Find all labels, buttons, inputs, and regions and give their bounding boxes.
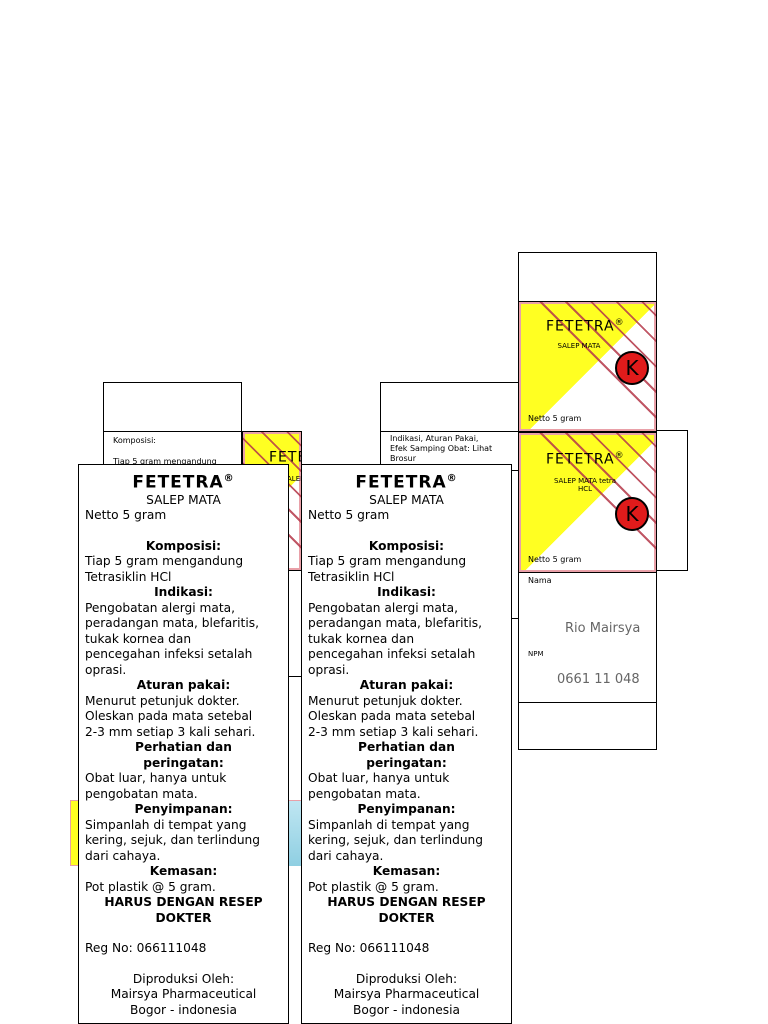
resep-warning: DOKTER: [155, 910, 212, 925]
kemasan-text: Pot plastik @ 5 gram.: [85, 879, 216, 894]
indikasi-text: tukak kornea dan: [85, 631, 192, 646]
perhatian-heading: Perhatian dan: [135, 740, 232, 755]
aturan-text: Oleskan pada mata setebal: [85, 709, 253, 724]
produksi-text: Mairsya Pharmaceutical: [333, 987, 480, 1002]
produksi-text: Bogor - indonesia: [130, 1002, 237, 1017]
resep-warning: HARUS DENGAN RESEP: [327, 895, 486, 910]
panel-brand: FETETRA®: [269, 449, 301, 466]
indikasi-heading: Indikasi:: [154, 585, 213, 600]
panel-subtitle-peek: ALEP: [287, 475, 301, 483]
penyimpanan-text: kering, sejuk, dan terlindung: [85, 833, 260, 848]
penyimpanan-text: dari cahaya.: [85, 848, 161, 863]
produksi-text: Bogor - indonesia: [353, 1002, 460, 1017]
komposisi-text: Tetrasiklin HCl: [85, 569, 172, 584]
perhatian-text: Obat luar, hanya untuk: [308, 771, 450, 786]
perhatian-text: pengobatan mata.: [85, 786, 198, 801]
panel-netto: Netto 5 gram: [528, 555, 582, 564]
identity-panel: Nama Rio Mairsya NPM 0661 11 048: [518, 572, 657, 703]
kemasan-text: Pot plastik @ 5 gram.: [308, 879, 439, 894]
aturan-text: 2-3 mm setiap 3 kali sehari.: [85, 724, 256, 739]
perhatian-text: pengobatan mata.: [308, 786, 421, 801]
flap-top-right: [518, 252, 657, 302]
back-brosur-note: Indikasi, Aturan Pakai, Efek Samping Oba…: [390, 434, 493, 463]
reg-number: Reg No: 066111048: [85, 941, 207, 956]
resep-warning: HARUS DENGAN RESEP: [104, 895, 263, 910]
aturan-text: Menurut petunjuk dokter.: [85, 693, 240, 708]
komposisi-text: Tetrasiklin HCl: [308, 569, 395, 584]
back-komposisi: Komposisi:: [113, 436, 156, 445]
komposisi-heading: Komposisi:: [368, 538, 445, 553]
kemasan-heading: Kemasan:: [372, 864, 441, 879]
panel-brand: FETETRA®: [546, 318, 625, 335]
front-panel-top: FETETRA® SALEP MATA K Netto 5 gram: [518, 301, 657, 432]
kemasan-heading: Kemasan:: [149, 864, 218, 879]
aturan-text: Menurut petunjuk dokter.: [308, 693, 463, 708]
flap-top-middle: [380, 382, 519, 432]
k-prescription-icon: K: [615, 351, 649, 385]
panel-brand: FETETRA®: [546, 451, 625, 468]
nama-value: Rio Mairsya: [565, 621, 641, 636]
panel-subtitle: SALEP MATA tetra HCL: [553, 477, 617, 493]
flap-top-left: [103, 382, 242, 432]
perhatian-heading: peringatan:: [366, 755, 447, 770]
indikasi-text: tukak kornea dan: [308, 631, 415, 646]
front-panel-middle: FETETRA® SALEP MATA tetra HCL K Netto 5 …: [518, 432, 657, 573]
card-netto: Netto 5 gram: [308, 508, 390, 523]
card-subtitle: SALEP MATA: [146, 492, 221, 507]
komposisi-text: Tiap 5 gram mengandung: [85, 554, 244, 569]
produksi-text: Diproduksi Oleh:: [132, 971, 235, 986]
perhatian-heading: peringatan:: [143, 755, 224, 770]
aturan-heading: Aturan pakai:: [136, 678, 231, 693]
indikasi-text: pencegahan infeksi setalah: [308, 647, 476, 662]
perhatian-heading: Perhatian dan: [358, 740, 455, 755]
aturan-text: Oleskan pada mata setebal: [308, 709, 476, 724]
card-title: FETETRA®: [355, 472, 458, 493]
penyimpanan-text: Simpanlah di tempat yang: [85, 817, 247, 832]
indikasi-text: Pengobatan alergi mata,: [308, 600, 458, 615]
penyimpanan-text: Simpanlah di tempat yang: [308, 817, 470, 832]
komposisi-text: Tiap 5 gram mengandung: [308, 554, 467, 569]
aturan-text: 2-3 mm setiap 3 kali sehari.: [308, 724, 479, 739]
produksi-text: Mairsya Pharmaceutical: [110, 987, 257, 1002]
side-flap-right: [656, 430, 688, 571]
produksi-text: Diproduksi Oleh:: [355, 971, 458, 986]
indikasi-text: oprasi.: [85, 662, 127, 677]
indikasi-text: pencegahan infeksi setalah: [85, 647, 253, 662]
flap-bottom-right: [518, 702, 657, 750]
panel-netto: Netto 5 gram: [528, 414, 582, 423]
komposisi-heading: Komposisi:: [145, 538, 222, 553]
penyimpanan-text: dari cahaya.: [308, 848, 384, 863]
blue-strip: [286, 800, 302, 866]
line-stub: [512, 618, 519, 619]
k-prescription-icon: K: [615, 497, 649, 531]
card-subtitle: SALEP MATA: [369, 492, 444, 507]
indikasi-text: Pengobatan alergi mata,: [85, 600, 235, 615]
indikasi-text: oprasi.: [308, 662, 350, 677]
nama-label: Nama: [528, 576, 552, 585]
penyimpanan-heading: Penyimpanan:: [134, 802, 233, 817]
npm-value: 0661 11 048: [557, 672, 640, 687]
reg-number: Reg No: 066111048: [308, 941, 430, 956]
penyimpanan-heading: Penyimpanan:: [357, 802, 456, 817]
indikasi-heading: Indikasi:: [377, 585, 436, 600]
npm-label: NPM: [528, 650, 544, 658]
line-stub: [288, 676, 302, 677]
indikasi-text: peradangan mata, blefaritis,: [308, 616, 482, 631]
panel-subtitle: SALEP MATA: [557, 342, 601, 350]
card-title: FETETRA®: [132, 472, 235, 493]
aturan-heading: Aturan pakai:: [359, 678, 454, 693]
resep-warning: DOKTER: [378, 910, 435, 925]
card-netto: Netto 5 gram: [85, 508, 167, 523]
indikasi-text: peradangan mata, blefaritis,: [85, 616, 259, 631]
perhatian-text: Obat luar, hanya untuk: [85, 771, 227, 786]
label-card-right: FETETRA® SALEP MATA Netto 5 gram Komposi…: [301, 464, 512, 1024]
back-tiap: Tiap 5 gram mengandung: [113, 457, 217, 466]
label-card-left: FETETRA® SALEP MATA Netto 5 gram Komposi…: [78, 464, 289, 1024]
penyimpanan-text: kering, sejuk, dan terlindung: [308, 833, 483, 848]
